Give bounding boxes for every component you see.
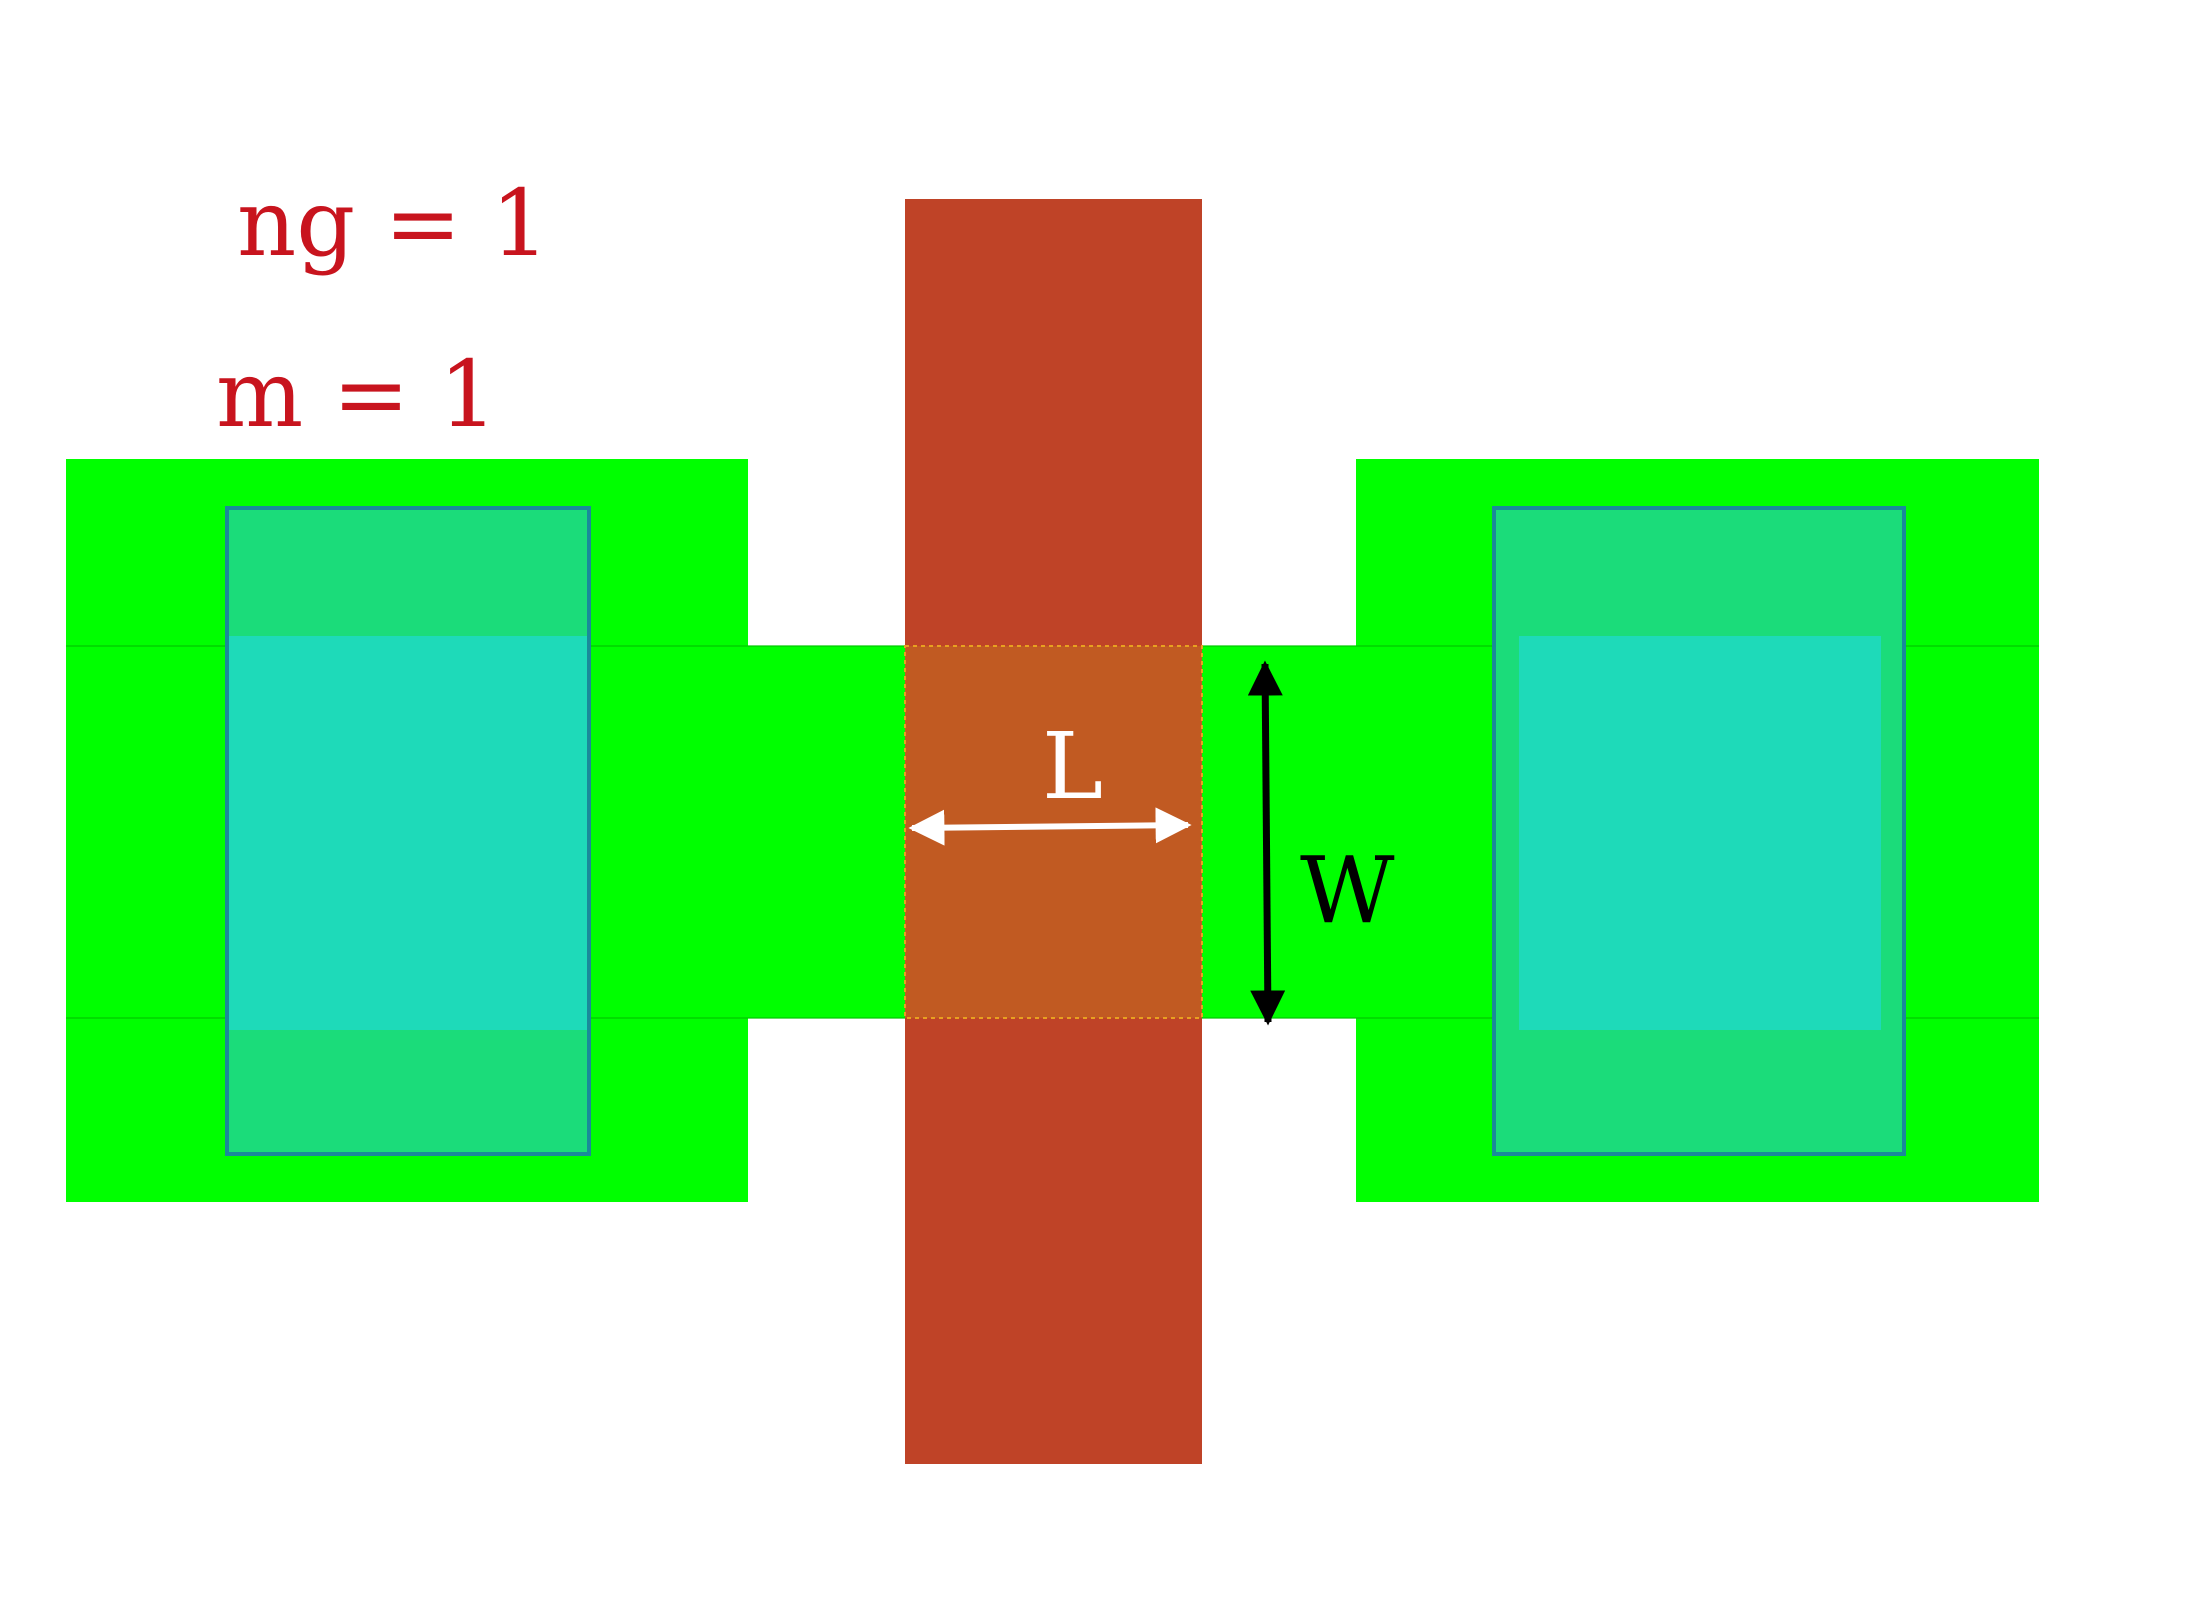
length-arrow: [908, 807, 1192, 846]
width-arrow: [1247, 660, 1286, 1026]
drain-contact-inner: [1519, 636, 1881, 1030]
width-label: W: [1300, 837, 1395, 944]
ng-label: ng = 1: [237, 170, 549, 277]
source-contact-inner: [229, 636, 587, 1030]
m-label: m = 1: [216, 341, 497, 448]
length-label: L: [1042, 713, 1103, 820]
gate-channel-region: [904, 645, 1203, 1019]
